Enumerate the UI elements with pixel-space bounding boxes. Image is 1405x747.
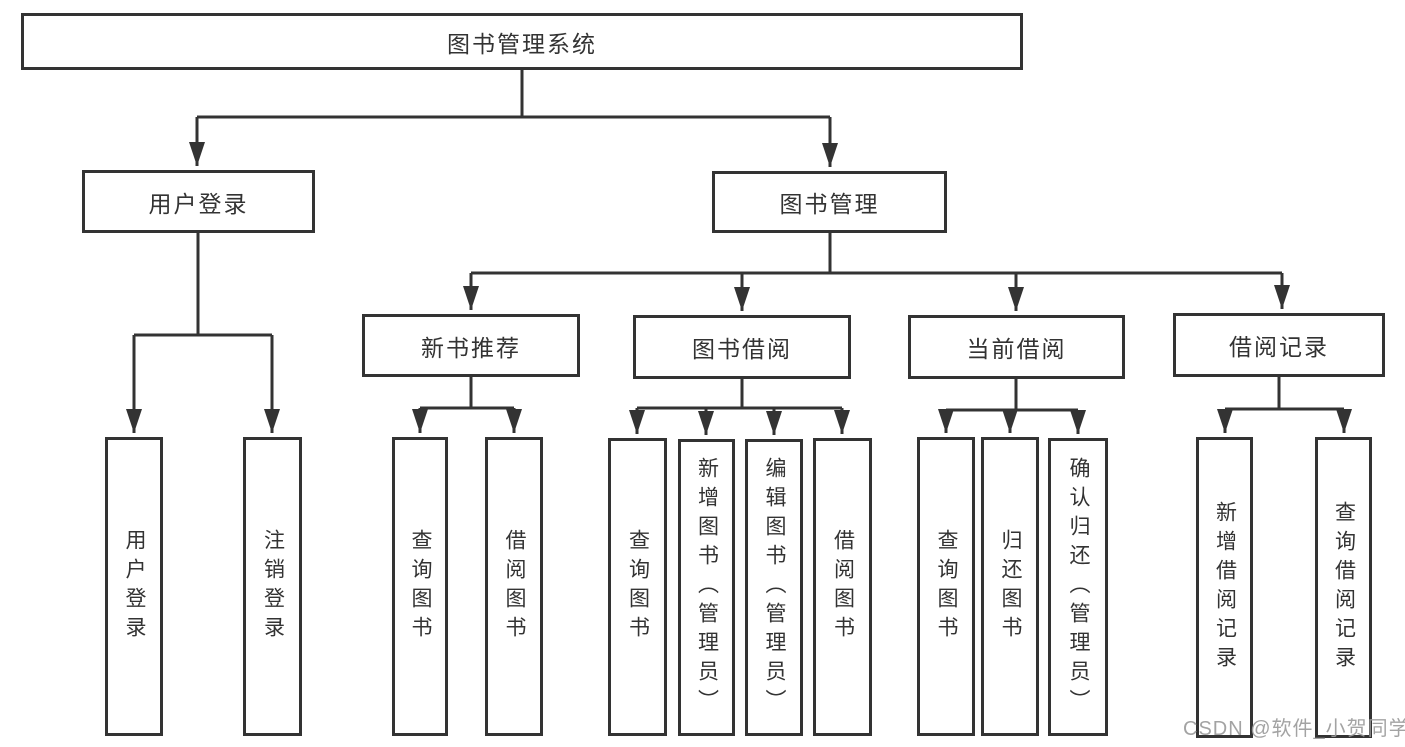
leaf-label: 注销登录 <box>261 528 285 645</box>
leaf-label: 新增图书（管理员） <box>695 457 719 718</box>
watermark-text: CSDN @软件_小贺同学 <box>1183 718 1405 740</box>
leaf-logout: 注销登录 <box>243 437 302 736</box>
connector-bookborrow-trunk <box>637 379 842 410</box>
leaf-user-login: 用户登录 <box>105 437 163 736</box>
leaf-query-books-borrow: 查询图书 <box>608 438 667 736</box>
connector-newbook-trunk <box>420 377 514 410</box>
connector-currentborrow-trunk <box>946 379 1078 412</box>
node-new-book-recommend: 新书推荐 <box>362 314 580 377</box>
leaf-return-book: 归还图书 <box>981 437 1039 736</box>
leaf-label: 查询图书 <box>626 529 650 645</box>
node-user-login: 用户登录 <box>82 170 315 233</box>
leaf-borrow-books: 借阅图书 <box>813 438 872 736</box>
node-current-borrow: 当前借阅 <box>908 315 1125 379</box>
leaf-query-borrow-record: 查询借阅记录 <box>1315 437 1372 738</box>
leaf-label: 查询图书 <box>935 528 959 645</box>
leaf-label: 借阅图书 <box>503 528 527 645</box>
leaf-query-books-recommend: 查询图书 <box>392 437 448 736</box>
connector-bookmgmt-trunk <box>471 233 1282 275</box>
connector-userlogin-trunk <box>134 233 272 337</box>
node-book-borrow: 图书借阅 <box>633 315 851 379</box>
leaf-add-borrow-record: 新增借阅记录 <box>1196 437 1253 738</box>
leaf-label: 用户登录 <box>123 528 147 645</box>
leaf-confirm-return-admin: 确认归还（管理员） <box>1048 438 1108 736</box>
leaf-edit-book-admin: 编辑图书（管理员） <box>745 439 803 736</box>
leaf-label: 新增借阅记录 <box>1213 500 1237 675</box>
node-book-management: 图书管理 <box>712 171 947 233</box>
connector-root-trunk <box>197 70 830 119</box>
leaf-add-book-admin: 新增图书（管理员） <box>678 439 735 736</box>
connector-borrowrecords-trunk <box>1225 377 1344 411</box>
leaf-label: 借阅图书 <box>831 529 855 645</box>
leaf-label: 编辑图书（管理员） <box>763 457 787 718</box>
leaf-label: 确认归还（管理员） <box>1067 456 1091 718</box>
leaf-query-books-current: 查询图书 <box>917 437 975 736</box>
node-borrow-records: 借阅记录 <box>1173 313 1385 377</box>
leaf-label: 查询借阅记录 <box>1332 500 1356 675</box>
leaf-label: 归还图书 <box>999 528 1023 645</box>
leaf-label: 查询图书 <box>409 528 433 645</box>
node-root: 图书管理系统 <box>21 13 1023 70</box>
leaf-borrow-books-recommend: 借阅图书 <box>485 437 543 736</box>
